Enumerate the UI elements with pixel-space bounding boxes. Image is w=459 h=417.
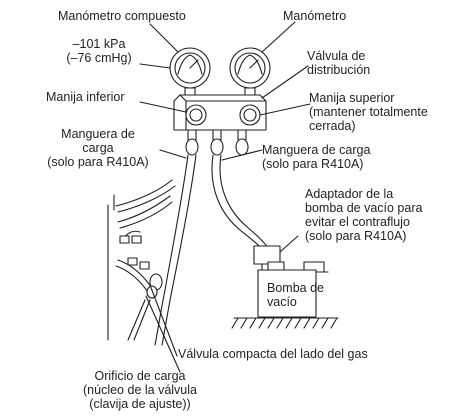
low-handle-label: Manija inferior	[46, 90, 125, 104]
adapter-label-line3: evitar el contraflujo	[305, 215, 410, 229]
charge-hose-right-label-line1: Manguera de carga	[262, 143, 371, 157]
charge-hose-left-label-line2: carga	[82, 141, 114, 155]
leader-lines	[139, 21, 311, 373]
service-port-label-line2: (núcleo de la válvula	[83, 383, 197, 397]
service-port-label-line1: Orificio de carga	[94, 369, 186, 383]
vacuum-pump-icon	[257, 261, 329, 318]
charge-hose-left	[154, 154, 197, 346]
compound-gauge-icon	[169, 47, 211, 96]
manifold-valve-label-line2: distribución	[307, 63, 371, 77]
service-port-label-line3: (clavija de ajuste))	[89, 397, 191, 411]
adapter-label-line2: bomba de vacío para	[305, 201, 423, 215]
high-handle-label-line3: cerrada)	[309, 119, 356, 133]
adapter-label-line4: (solo para R410A)	[305, 229, 407, 243]
adapter-label-line1: Adaptador de la	[305, 187, 394, 201]
charge-hose-right-label-line2: (solo para R410A)	[262, 157, 364, 171]
ground-hatch	[231, 317, 339, 329]
hose-coupler-icon	[185, 138, 249, 156]
pressure-gauge-label: Manómetro	[283, 9, 347, 23]
high-handle-label-line1: Manija superior	[309, 91, 395, 105]
vacuum-pump-label-line2: vacío	[267, 295, 297, 309]
compound-gauge-label: Manómetro compuesto	[58, 9, 186, 23]
manifold-valve-label-line1: Válvula de	[307, 49, 366, 63]
gas-valve-label: Válvula compacta del lado del gas	[178, 347, 368, 361]
pressure-gauge-icon	[229, 47, 271, 96]
high-handle-label-line2: (mantener totalmente	[309, 105, 428, 119]
outdoor-unit-icon	[107, 179, 176, 341]
manifold-valve-icon	[173, 94, 267, 141]
vacuum-pump-label-line1: Bomba de	[267, 281, 324, 295]
charge-hose-left-label-line3: (solo para R410A)	[47, 155, 149, 169]
vacuum-value-cmhg-label: (–76 cmHg)	[66, 51, 132, 65]
charge-hose-left-label-line1: Manguera de	[61, 127, 135, 141]
vacuum-value-label: –101 kPa	[72, 37, 126, 51]
